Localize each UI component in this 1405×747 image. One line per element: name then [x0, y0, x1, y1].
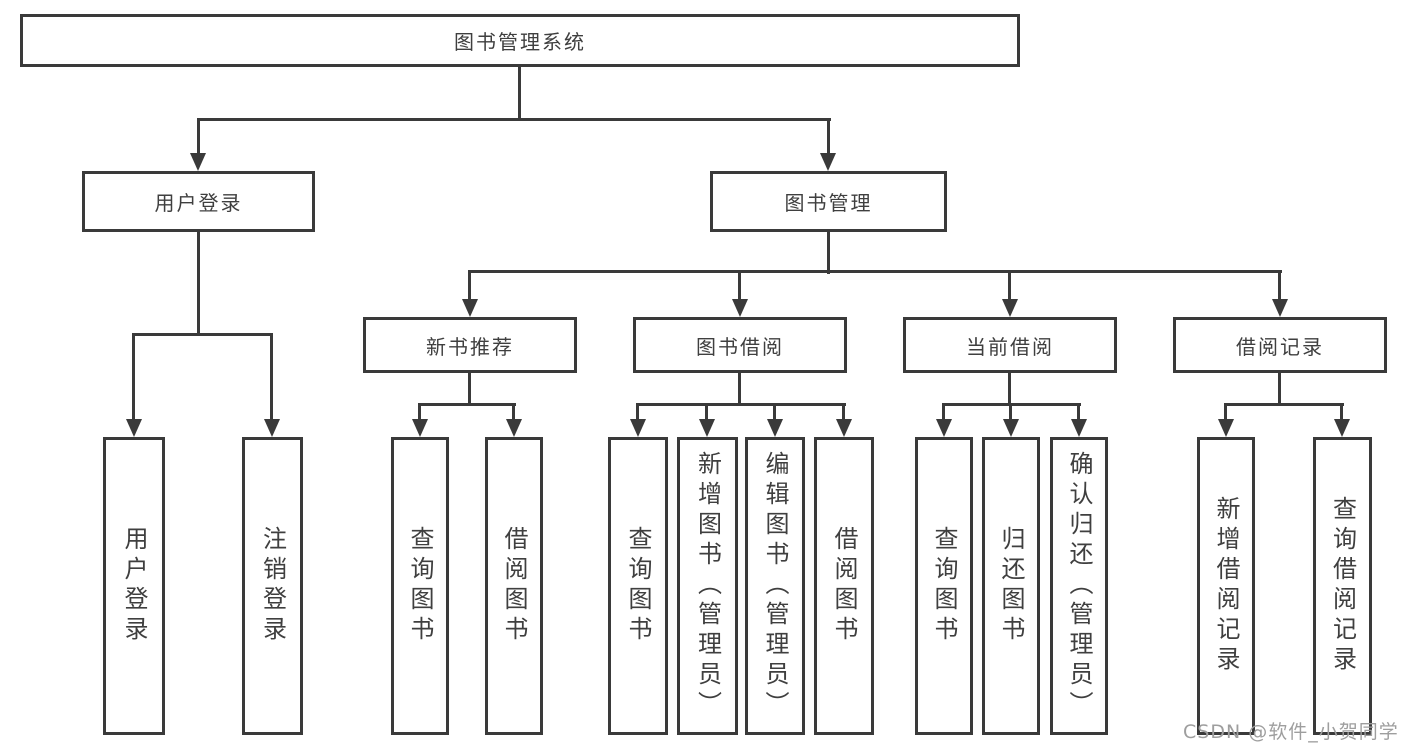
leaf-edit-book-admin-label: 编辑图书（管理员） — [761, 451, 789, 721]
arrowhead-down-icon — [767, 419, 783, 437]
arrowhead-down-icon — [1002, 299, 1018, 317]
node-user-login: 用户登录 — [82, 171, 315, 232]
connector-line — [518, 65, 521, 120]
leaf-query-books-1-label: 查询图书 — [406, 526, 434, 646]
connector-line — [1278, 373, 1281, 406]
connector-line — [636, 403, 639, 423]
connector-line — [1224, 403, 1227, 423]
leaf-query-books-2-label: 查询图书 — [624, 526, 652, 646]
leaf-add-book-admin: 新增图书（管理员） — [677, 437, 738, 735]
connector-line — [418, 403, 516, 406]
arrowhead-down-icon — [836, 419, 852, 437]
connector-line — [1008, 270, 1011, 302]
connector-line — [942, 403, 945, 423]
leaf-borrow-books-1-label: 借阅图书 — [500, 526, 528, 646]
arrowhead-down-icon — [1218, 419, 1234, 437]
node-borrow-records: 借阅记录 — [1173, 317, 1387, 373]
connector-line — [197, 118, 200, 156]
leaf-borrow-books-2: 借阅图书 — [814, 437, 874, 735]
connector-line — [132, 333, 135, 423]
leaf-query-borrow-record-label: 查询借阅记录 — [1328, 496, 1357, 676]
arrowhead-down-icon — [732, 299, 748, 317]
connector-line — [1077, 403, 1080, 423]
leaf-add-borrow-record-label: 新增借阅记录 — [1212, 496, 1240, 676]
node-borrow-records-label: 借阅记录 — [1236, 334, 1324, 359]
node-new-book-recommend-label: 新书推荐 — [426, 334, 514, 359]
node-new-book-recommend: 新书推荐 — [363, 317, 577, 373]
leaf-query-borrow-record: 查询借阅记录 — [1313, 437, 1372, 735]
connector-line — [132, 333, 273, 336]
leaf-confirm-return-admin: 确认归还（管理员） — [1050, 437, 1108, 735]
connector-line — [468, 373, 471, 406]
connector-line — [1224, 403, 1344, 406]
leaf-user-login-label: 用户登录 — [120, 526, 148, 646]
arrowhead-down-icon — [412, 419, 428, 437]
connector-line — [512, 403, 515, 423]
leaf-query-books-2: 查询图书 — [608, 437, 668, 735]
connector-line — [842, 403, 845, 423]
connector-line — [636, 403, 846, 406]
arrowhead-down-icon — [264, 419, 280, 437]
connector-line — [1008, 373, 1011, 406]
arrowhead-down-icon — [630, 419, 646, 437]
leaf-edit-book-admin: 编辑图书（管理员） — [745, 437, 805, 735]
node-current-borrow: 当前借阅 — [903, 317, 1117, 373]
arrowhead-down-icon — [462, 299, 478, 317]
leaf-query-books-3-label: 查询图书 — [930, 526, 958, 646]
arrowhead-down-icon — [126, 419, 142, 437]
connector-line — [197, 232, 200, 335]
leaf-borrow-books-2-label: 借阅图书 — [830, 526, 858, 646]
leaf-add-book-admin-label: 新增图书（管理员） — [693, 451, 722, 721]
leaf-user-login: 用户登录 — [103, 437, 165, 735]
leaf-confirm-return-admin-label: 确认归还（管理员） — [1065, 451, 1093, 721]
connector-line — [1009, 403, 1012, 423]
connector-line — [1278, 270, 1281, 302]
node-book-management-label: 图书管理 — [784, 191, 873, 215]
arrowhead-down-icon — [1003, 419, 1019, 437]
arrowhead-down-icon — [1334, 419, 1350, 437]
leaf-query-books-3: 查询图书 — [915, 437, 973, 735]
connector-line — [738, 270, 741, 302]
arrowhead-down-icon — [506, 419, 522, 437]
connector-line — [270, 333, 273, 423]
csdn-watermark: CSDN @软件_小贺同学 — [1183, 721, 1399, 743]
leaf-return-book: 归还图书 — [982, 437, 1040, 735]
connector-line — [468, 270, 1282, 273]
arrowhead-down-icon — [936, 419, 952, 437]
connector-line — [197, 118, 831, 121]
connector-line — [1340, 403, 1343, 423]
leaf-logout: 注销登录 — [242, 437, 303, 735]
leaf-borrow-books-1: 借阅图书 — [485, 437, 543, 735]
node-user-login-label: 用户登录 — [154, 191, 243, 215]
leaf-query-books-1: 查询图书 — [391, 437, 449, 735]
arrowhead-down-icon — [190, 153, 206, 171]
node-book-borrow-label: 图书借阅 — [696, 334, 784, 359]
arrowhead-down-icon — [699, 419, 715, 437]
leaf-add-borrow-record: 新增借阅记录 — [1197, 437, 1255, 735]
arrowhead-down-icon — [820, 153, 836, 171]
leaf-return-book-label: 归还图书 — [997, 526, 1025, 646]
node-root: 图书管理系统 — [20, 14, 1020, 67]
node-root-label: 图书管理系统 — [454, 30, 586, 54]
node-book-borrow: 图书借阅 — [633, 317, 847, 373]
connector-line — [468, 270, 471, 302]
node-current-borrow-label: 当前借阅 — [966, 334, 1054, 359]
connector-line — [827, 232, 830, 274]
arrowhead-down-icon — [1071, 419, 1087, 437]
arrowhead-down-icon — [1272, 299, 1288, 317]
connector-line — [827, 118, 830, 156]
connector-line — [705, 403, 708, 423]
connector-line — [738, 373, 741, 406]
connector-line — [773, 403, 776, 423]
connector-line — [418, 403, 421, 423]
leaf-logout-label: 注销登录 — [258, 526, 287, 646]
node-book-management: 图书管理 — [710, 171, 947, 232]
